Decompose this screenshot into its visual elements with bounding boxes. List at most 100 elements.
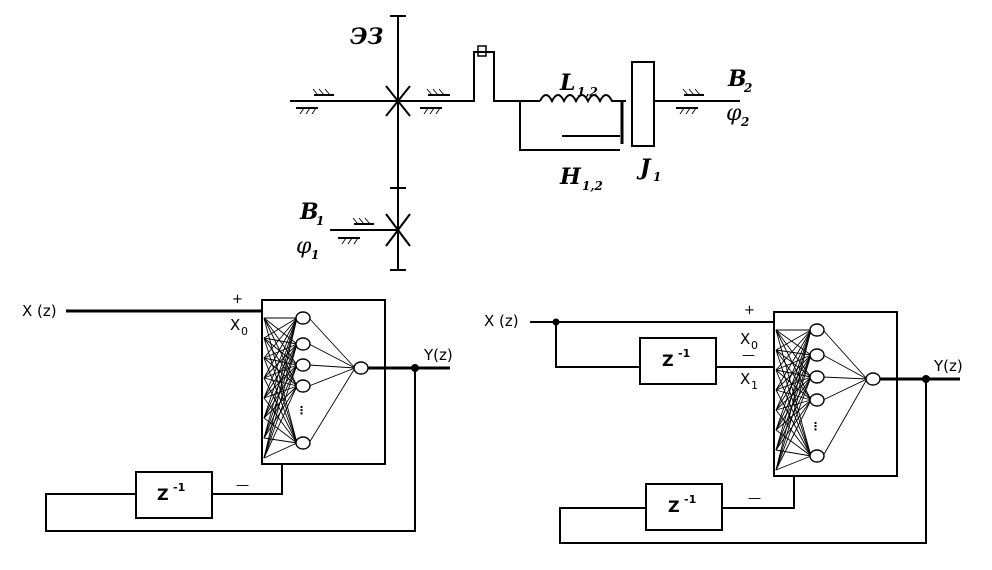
svg-text:Z: Z [668,497,680,516]
right-input-connection [775,329,812,391]
svg-text:1: 1 [316,214,324,228]
svg-text:-1: -1 [173,481,185,494]
left-input-connection [263,317,298,359]
right-input-connection [775,329,812,471]
right-minus-sign-bottom: — [748,491,761,506]
left-hidden-connection [308,343,356,369]
right-input-connection [775,349,812,378]
svg-text:1: 1 [311,248,319,262]
right-neural-scheme: X (z) Z -1 + X 0 — X 1 ⋮ Y(z) Z -1 [484,303,963,544]
right-delay-bottom-label: Z -1 [668,493,696,516]
left-network-box [261,299,386,465]
right-x1-label: X 1 [740,370,758,392]
left-input-connection [263,317,298,366]
left-output-label: Y(z) [423,346,453,364]
right-hidden-connection [822,376,868,380]
left-input-connection [263,317,298,399]
right-x0-label: X 0 [740,330,758,352]
svg-text:X: X [230,316,240,334]
svg-text:B: B [299,199,319,225]
right-hidden-neuron [809,323,825,337]
right-hidden-connection [822,378,868,457]
right-input-connection [775,329,812,378]
right-input-connection [775,369,812,457]
svg-text:0: 0 [241,325,248,338]
svg-text:2: 2 [740,115,749,129]
right-input-connection [775,329,812,371]
phi1-label: φ 1 [296,234,319,262]
left-hidden-neuron [295,337,311,351]
right-hidden-neuron [809,449,825,463]
right-hidden-neuron [809,393,825,407]
left-neural-scheme: X (z) + X 0 ⋮ Y(z) Z -1 — [22,292,453,532]
svg-text:2: 2 [743,81,752,95]
left-input-connection [263,442,298,459]
svg-text:-1: -1 [678,347,690,360]
right-input-label: X (z) [484,312,519,330]
right-input-connection [775,369,812,401]
right-input-connection [775,429,812,457]
left-neural-network [263,311,369,459]
right-feedback-input-line [722,476,795,509]
left-hidden-connection [308,367,356,387]
left-hidden-connection [308,364,356,369]
svg-text:L: L [559,70,575,96]
right-hidden-neuron [809,348,825,362]
left-input-connection [263,397,298,444]
right-input-connection [775,329,812,457]
left-delay-label: Z -1 [157,481,185,504]
bearing-middle [420,88,450,115]
right-input-connection [775,329,812,356]
left-input-connection [263,337,298,387]
right-output-label: Y(z) [933,357,963,375]
left-input-connection [263,317,298,387]
left-input-connection [263,437,298,444]
right-input-connection [775,329,812,411]
inertia-j1 [631,61,655,147]
left-neuron-dots: ⋮ [296,404,307,417]
svg-text:J: J [636,155,652,181]
damper-h12 [519,101,624,151]
right-neuron-dots: ⋮ [810,420,821,433]
j1-label: J 1 [636,155,661,184]
bearing-left [296,88,334,115]
right-input-connection [775,455,812,471]
right-output-neuron [865,372,881,386]
left-hidden-connection [308,317,356,369]
right-hidden-neuron [809,370,825,384]
b2-label: B 2 [727,66,752,95]
ez-label: ЭЗ [350,24,383,50]
kinematic-scheme: ЭЗ L 1,2 H 1,2 J 1 B 2 φ 2 B 1 φ 1 [290,15,752,271]
spring-l12 [539,94,626,104]
right-input-connection [775,329,812,431]
left-input-connection [263,385,298,459]
right-network-box [773,311,898,477]
left-hidden-neuron [295,358,311,372]
bearing-right [676,88,704,115]
left-input-connection [263,337,298,444]
right-input-connection [775,399,812,451]
left-feedback-line [45,368,416,532]
svg-text:1,2: 1,2 [582,179,603,193]
right-input-connection [775,399,812,471]
left-feedback-input-line [212,464,283,495]
right-input-connection [775,329,812,401]
right-feedback-line [559,379,927,544]
left-x0-label: X 0 [230,316,248,338]
svg-text:Z: Z [157,485,169,504]
svg-text:H: H [559,164,582,190]
svg-text:1: 1 [653,170,661,184]
right-input-connection [775,376,812,391]
left-input-connection [263,317,298,339]
phi2-label: φ 2 [726,101,749,129]
left-input-connection [263,317,298,419]
svg-text:X: X [740,330,750,348]
right-delay-block-bottom [645,483,723,531]
right-input-connection [775,369,812,378]
svg-text:0: 0 [751,339,758,352]
right-input-connection [775,349,812,401]
right-input-connection [775,329,812,451]
right-delay-top-label: Z -1 [662,347,690,370]
svg-text:Z: Z [662,351,674,370]
